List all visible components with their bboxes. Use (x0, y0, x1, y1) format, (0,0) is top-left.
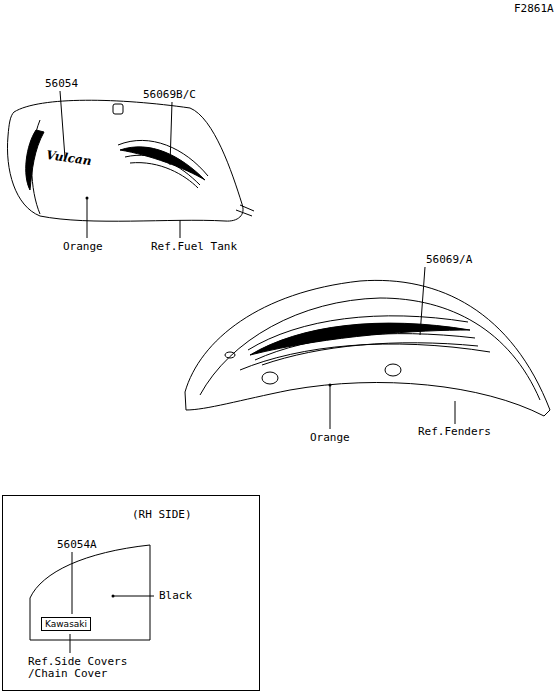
leader-dot (86, 197, 332, 598)
color-label: Orange (309, 432, 351, 444)
fender (185, 280, 550, 416)
callout-number: 56069/A (425, 254, 473, 266)
callout-number: 56054 (44, 78, 79, 90)
tank-pipe (236, 205, 254, 216)
ref-label: Ref.Fuel Tank (150, 241, 238, 253)
fender-hole (385, 364, 401, 376)
fender-stripes (240, 316, 490, 370)
tank-emblem (26, 130, 44, 190)
decal-text: Kawasaki (41, 617, 91, 631)
tank-stripes (118, 140, 208, 188)
ref-label: Ref.Side Covers /Chain Cover (27, 656, 141, 680)
fender-hole (262, 372, 278, 384)
fuel-tank (7, 100, 243, 221)
fuel-cap (113, 104, 123, 114)
side-cover (30, 545, 150, 640)
inset-box: (RH SIDE) 56054A Kawasaki BlackRef.Side Cov… (2, 495, 260, 691)
ref-label: Ref.Fenders (417, 426, 492, 438)
callout-number: 56069B/C (142, 89, 197, 101)
callout-number: 56054A (56, 539, 98, 551)
fender-light (225, 352, 235, 358)
leader-line (60, 91, 455, 653)
color-label: Orange (62, 241, 104, 253)
fender-edge (200, 298, 540, 400)
logo-text: Vulcan (44, 149, 93, 168)
drawing-code: F2861A (513, 3, 555, 15)
view-label: (RH SIDE) (131, 509, 193, 521)
color-label: Black (158, 590, 193, 602)
